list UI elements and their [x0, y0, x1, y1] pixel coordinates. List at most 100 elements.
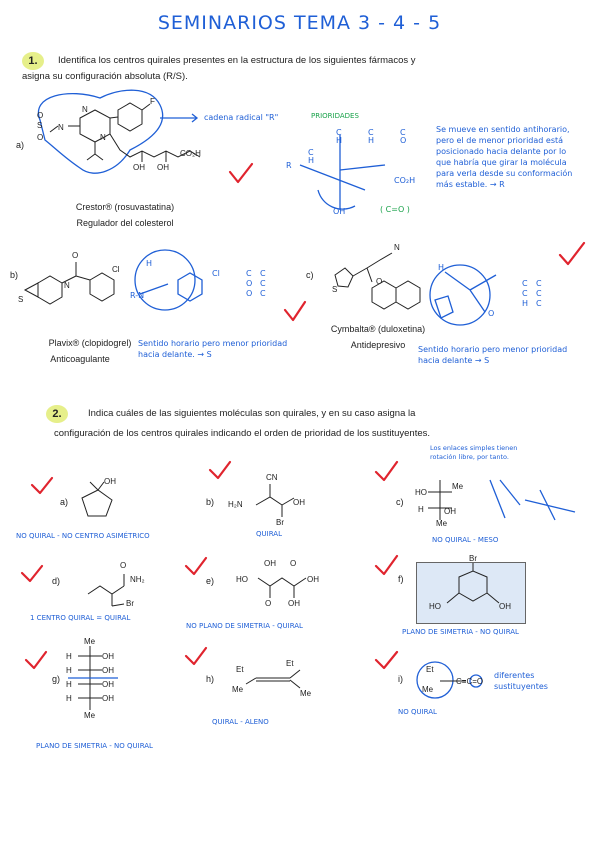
q2e-label: e) — [206, 576, 215, 586]
svg-text:Me: Me — [84, 711, 96, 720]
svg-text:OH: OH — [264, 559, 276, 568]
svg-text:OH: OH — [133, 163, 145, 172]
drug-use-plavix: Anticoagulante — [50, 354, 110, 364]
svg-text:H: H — [66, 666, 72, 675]
svg-text:H: H — [522, 299, 528, 308]
svg-text:C: C — [336, 128, 342, 137]
svg-text:N: N — [100, 133, 106, 142]
q2c-answer: NO QUIRAL - MESO — [432, 536, 499, 544]
svg-text:OH: OH — [499, 602, 511, 611]
svg-text:OH: OH — [333, 207, 345, 216]
svg-text:N: N — [82, 105, 88, 114]
question-1c-label: c) — [306, 270, 314, 280]
svg-text:Me: Me — [422, 685, 434, 694]
priorities-title: PRIORIDADES — [311, 112, 359, 120]
svg-text:OH: OH — [157, 163, 169, 172]
q2i-note: diferentes sustituyentes — [494, 671, 548, 691]
svg-text:Br: Br — [126, 599, 134, 608]
q2d-answer: 1 CENTRO QUIRAL = QUIRAL — [30, 614, 131, 622]
q2b-label: b) — [206, 497, 215, 507]
svg-text:C: C — [260, 269, 266, 278]
svg-text:H: H — [418, 505, 424, 514]
svg-text:H: H — [66, 680, 72, 689]
svg-text:OH: OH — [307, 575, 319, 584]
svg-text:CO₂H: CO₂H — [394, 176, 415, 185]
svg-text:HO: HO — [236, 575, 248, 584]
svg-text:HO: HO — [415, 488, 427, 497]
svg-text:Me: Me — [84, 637, 96, 646]
svg-text:OH: OH — [102, 652, 114, 661]
svg-text:C: C — [260, 289, 266, 298]
svg-text:N: N — [64, 281, 70, 290]
q2e-answer: NO PLANO DE SIMETRIA - QUIRAL — [186, 622, 303, 630]
q2f-structure-box: Br HO OH — [416, 554, 526, 624]
svg-text:O: O — [400, 136, 406, 145]
drug-name-plavix: Plavix® (clopidogrel) — [48, 338, 132, 348]
svg-text:Br: Br — [469, 554, 477, 563]
svg-text:H: H — [66, 694, 72, 703]
svg-text:O: O — [120, 561, 126, 570]
svg-text:O: O — [72, 251, 78, 260]
q2h-answer: QUIRAL - ALENO — [212, 718, 269, 726]
svg-text:H₂N: H₂N — [228, 500, 243, 509]
svg-text:O: O — [246, 289, 252, 298]
question-2-number: 2. — [46, 405, 68, 423]
svg-text:C: C — [522, 289, 528, 298]
question-1-text-line1: Identifica los centros quirales presente… — [58, 55, 416, 66]
svg-text:H: H — [308, 156, 314, 165]
svg-text:O: O — [376, 277, 382, 286]
svg-text:R-N: R-N — [130, 291, 144, 300]
svg-text:Et: Et — [236, 665, 244, 674]
svg-text:C: C — [368, 128, 374, 137]
drug-use-cymbalta: Antidepresivo — [350, 340, 406, 350]
svg-text:O: O — [488, 309, 494, 318]
svg-text:C: C — [522, 279, 528, 288]
svg-text:H: H — [146, 259, 152, 268]
svg-text:O: O — [265, 599, 271, 608]
note-2c: Los enlaces simples tienen rotación libr… — [430, 444, 518, 461]
svg-text:S: S — [18, 295, 23, 304]
svg-text:OH: OH — [444, 507, 456, 516]
svg-text:C: C — [536, 289, 542, 298]
q2g-label: g) — [52, 674, 61, 684]
svg-text:Cl: Cl — [112, 265, 120, 274]
note-1c: Sentido horario pero menor prioridad hac… — [418, 345, 568, 365]
svg-text:Me: Me — [232, 685, 244, 694]
svg-text:S: S — [332, 285, 337, 294]
question-2-text-line2: configuración de los centros quirales in… — [54, 428, 431, 439]
question-1a-label: a) — [16, 140, 25, 150]
svg-text:Et: Et — [426, 665, 434, 674]
q2d-label: d) — [52, 576, 61, 586]
svg-text:Et: Et — [286, 659, 294, 668]
svg-text:CN: CN — [266, 473, 278, 482]
svg-text:C=C=O: C=C=O — [456, 677, 483, 686]
svg-text:Br: Br — [276, 518, 284, 527]
svg-text:H: H — [438, 263, 444, 272]
svg-text:O: O — [246, 279, 252, 288]
q2i-answer: NO QUIRAL — [398, 708, 437, 716]
note-1b: Sentido horario pero menor prioridad hac… — [138, 339, 288, 359]
q2a-label: a) — [60, 497, 69, 507]
svg-text:C: C — [246, 269, 252, 278]
note-cadena-radical: cadena radical "R" — [204, 113, 279, 122]
q2b-answer: QUIRAL — [256, 530, 282, 538]
svg-text:C: C — [536, 299, 542, 308]
svg-text:Me: Me — [300, 689, 312, 698]
svg-text:OH: OH — [102, 680, 114, 689]
svg-text:OH: OH — [104, 477, 116, 486]
q2h-label: h) — [206, 674, 215, 684]
page-title: SEMINARIOS TEMA 3 - 4 - 5 — [157, 12, 442, 34]
svg-text:O: O — [37, 111, 43, 120]
svg-text:F: F — [150, 97, 155, 106]
drug-name-cymbalta: Cymbalta® (duloxetina) — [330, 324, 426, 334]
drug-name-crestor: Crestor® (rosuvastatina) — [75, 202, 175, 212]
svg-text:OH: OH — [102, 666, 114, 675]
explanation-1a: Se mueve en sentido antihorario, pero el… — [436, 125, 573, 189]
q2c-label: c) — [396, 497, 404, 507]
svg-text:N: N — [394, 243, 400, 252]
svg-text:N: N — [58, 123, 64, 132]
q2f-answer: PLANO DE SIMETRIA - NO QUIRAL — [402, 628, 519, 636]
